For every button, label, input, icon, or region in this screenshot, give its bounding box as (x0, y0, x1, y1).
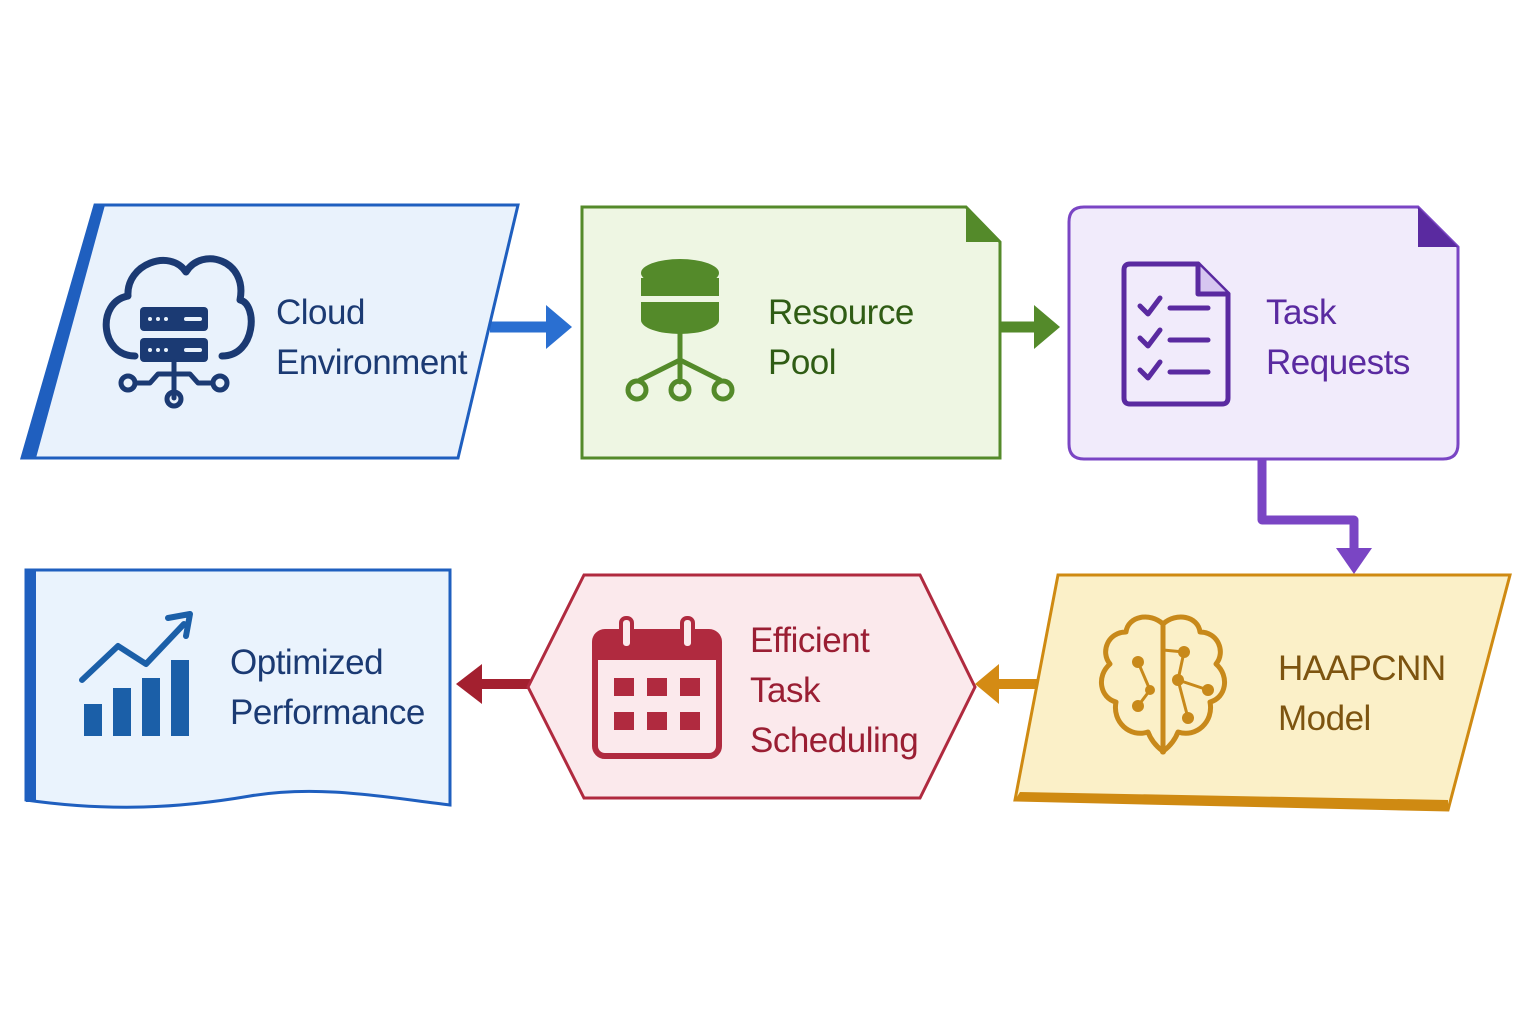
node-label-task-2: Requests (1266, 343, 1410, 382)
node-label-scheduling-1: Efficient (750, 621, 870, 660)
node-label-performance-1: Optimized (230, 643, 383, 682)
node-resource-pool: Resource Pool (580, 205, 1002, 460)
node-label-haapcnn-2: Model (1278, 699, 1371, 738)
svg-text:Cloud Environment: Cloud Environment (276, 293, 468, 382)
edge-haapcnn-to-scheduling (975, 664, 1040, 704)
edge-scheduling-to-performance (456, 664, 530, 704)
node-efficient-task-scheduling: Efficient Task Scheduling (526, 573, 977, 800)
svg-text:HAAPCNN Model: HAAPCNN Model (1278, 649, 1455, 738)
svg-text:Task Requests: Task Requests (1266, 293, 1410, 382)
database-network-icon (625, 259, 735, 402)
node-label-performance-2: Performance (230, 693, 425, 732)
cloud-server-icon (102, 255, 255, 409)
edge-cloud-to-resource (490, 305, 572, 349)
node-label-scheduling-3: Scheduling (750, 721, 918, 760)
node-label-task-1: Task (1266, 293, 1337, 332)
edge-resource-to-task (1000, 305, 1060, 349)
svg-text:Efficient Task Sch: Efficient Task Scheduling (750, 621, 918, 760)
growth-chart-icon (79, 611, 193, 736)
edge-task-to-haapcnn (1257, 460, 1372, 574)
svg-text:Optimized Performance: Optimized Performance (230, 643, 425, 732)
calendar-icon (592, 616, 722, 759)
node-haapcnn-model: HAAPCNN Model (1013, 573, 1512, 812)
node-label-cloud-2: Environment (276, 343, 468, 382)
svg-text:Resource Pool: Resource Pool (768, 293, 923, 382)
node-label-cloud-1: Cloud (276, 293, 365, 332)
node-cloud-environment: Cloud Environment (20, 203, 520, 460)
node-label-haapcnn-1: HAAPCNN (1278, 649, 1446, 688)
brain-node-dots (1132, 646, 1214, 724)
node-label-resource-1: Resource (768, 293, 914, 332)
node-task-requests: Task Requests (1067, 205, 1460, 461)
node-label-scheduling-2: Task (750, 671, 821, 710)
node-optimized-performance: Optimized Performance (24, 568, 452, 809)
brain-network-icon (1099, 614, 1227, 755)
node-label-resource-2: Pool (768, 343, 836, 382)
checklist-document-icon (1121, 261, 1231, 407)
